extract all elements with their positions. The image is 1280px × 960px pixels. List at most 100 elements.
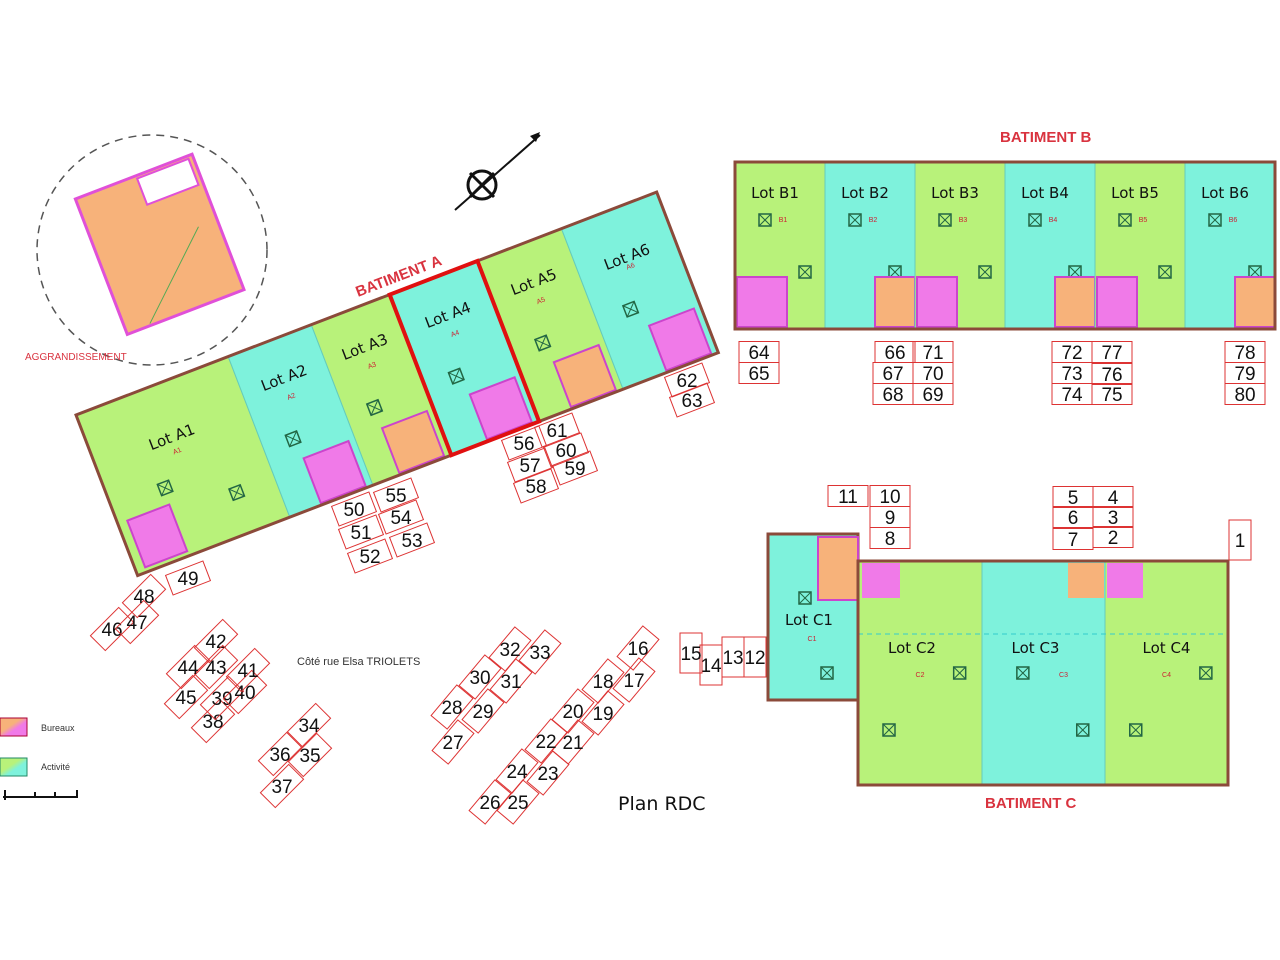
- parking-number: 76: [1101, 365, 1122, 386]
- parking-number: 2: [1108, 528, 1119, 549]
- parking-space: 57: [506, 447, 554, 483]
- parking-number: 13: [722, 648, 743, 669]
- parking-space: 3: [1092, 506, 1134, 529]
- lot-code: B1: [779, 217, 788, 224]
- parking-space: 71: [912, 341, 954, 364]
- lot-b1[interactable]: Lot B1 B1: [734, 161, 826, 330]
- lot-label: Lot C2: [888, 639, 936, 657]
- parking-space: 55: [372, 477, 420, 513]
- lot-code: B2: [869, 217, 878, 224]
- lot-b4[interactable]: Lot B4 B4: [1004, 161, 1096, 330]
- parking-number: 80: [1234, 385, 1255, 406]
- ventilation-icon: [938, 213, 952, 227]
- scale-bar: [3, 790, 78, 800]
- parking-space: 8: [869, 527, 911, 550]
- parking-space: 68: [872, 383, 914, 406]
- activite-swatch: [0, 757, 28, 777]
- parking-space: 66: [874, 341, 916, 364]
- parking-number: 66: [884, 343, 905, 364]
- parking-number: 20: [562, 702, 583, 723]
- parking-space: 51: [337, 514, 385, 550]
- parking-space: 50: [330, 491, 378, 527]
- parking-number: 78: [1234, 343, 1255, 364]
- ventilation-icon: [1118, 213, 1132, 227]
- parking-space: 32: [488, 626, 532, 672]
- parking-space: 33: [518, 629, 562, 675]
- parking-space: 4: [1092, 486, 1134, 509]
- parking-number: 51: [350, 523, 371, 544]
- parking-number: 23: [537, 764, 558, 785]
- parking-number: 32: [499, 640, 520, 661]
- parking-number: 42: [205, 632, 226, 653]
- parking-number: 25: [507, 793, 528, 814]
- lot-code: C4: [1162, 672, 1171, 679]
- batiment-c-title: BATIMENT C: [985, 795, 1077, 812]
- parking-number: 3: [1108, 508, 1119, 529]
- parking-number: 67: [882, 364, 903, 385]
- parking-number: 46: [101, 620, 122, 641]
- ventilation-icon: [952, 666, 967, 680]
- parking-space: 65: [738, 362, 780, 385]
- parking-space: 1: [1228, 519, 1252, 561]
- lot-code: B3: [959, 217, 968, 224]
- parking-number: 8: [885, 529, 896, 550]
- lot-code: A4: [450, 329, 461, 339]
- parking-number: 75: [1101, 385, 1122, 406]
- parking-space: 79: [1224, 362, 1266, 385]
- parking-space: 16: [616, 625, 660, 671]
- parking-number: 49: [177, 569, 198, 590]
- parking-number: 43: [205, 658, 226, 679]
- parking-number: 55: [385, 486, 406, 507]
- parking-number: 71: [922, 343, 943, 364]
- lot-code: A2: [286, 392, 297, 402]
- parking-space: 24: [495, 748, 539, 794]
- ventilation-icon: [882, 723, 896, 737]
- parking-number: 22: [535, 732, 556, 753]
- parking-number: 65: [748, 364, 769, 385]
- parking-number: 12: [744, 648, 765, 669]
- parking-number: 63: [681, 391, 702, 412]
- parking-space: 52: [346, 538, 394, 574]
- parking-space: 18: [581, 658, 625, 704]
- parking-space: 72: [1051, 341, 1093, 364]
- parking-number: 29: [472, 702, 493, 723]
- ventilation-icon: [1076, 723, 1090, 737]
- parking-number: 47: [126, 613, 147, 634]
- batiment-b-title: BATIMENT B: [1000, 129, 1092, 146]
- parking-space: 54: [377, 499, 425, 535]
- parking-number: 44: [177, 658, 199, 679]
- parking-number: 4: [1108, 488, 1119, 509]
- parking-space: 80: [1224, 383, 1266, 406]
- ventilation-icon: [227, 483, 246, 502]
- parking-space: 36: [257, 731, 303, 777]
- parking-number: 68: [882, 385, 903, 406]
- lot-code: B5: [1139, 217, 1148, 224]
- lot-label: Lot C3: [1012, 639, 1060, 657]
- lot-label: Lot B1: [751, 184, 799, 202]
- parking-number: 72: [1061, 343, 1082, 364]
- parking-number: 1: [1235, 531, 1246, 552]
- parking-number: 27: [442, 733, 463, 754]
- ventilation-icon: [621, 300, 640, 318]
- parking-number: 50: [343, 500, 364, 521]
- parking-space: 31: [489, 658, 533, 704]
- parking-space: 53: [388, 522, 436, 558]
- lot-label: Lot B4: [1021, 184, 1069, 202]
- parking-space: 10: [869, 485, 911, 508]
- parking-space: 76: [1091, 363, 1133, 386]
- parking-space: 44: [165, 644, 211, 690]
- lot-code: B4: [1049, 217, 1058, 224]
- parking-number: 60: [555, 441, 576, 462]
- parking-space: 46: [89, 606, 135, 652]
- parking-space: 21: [551, 719, 595, 765]
